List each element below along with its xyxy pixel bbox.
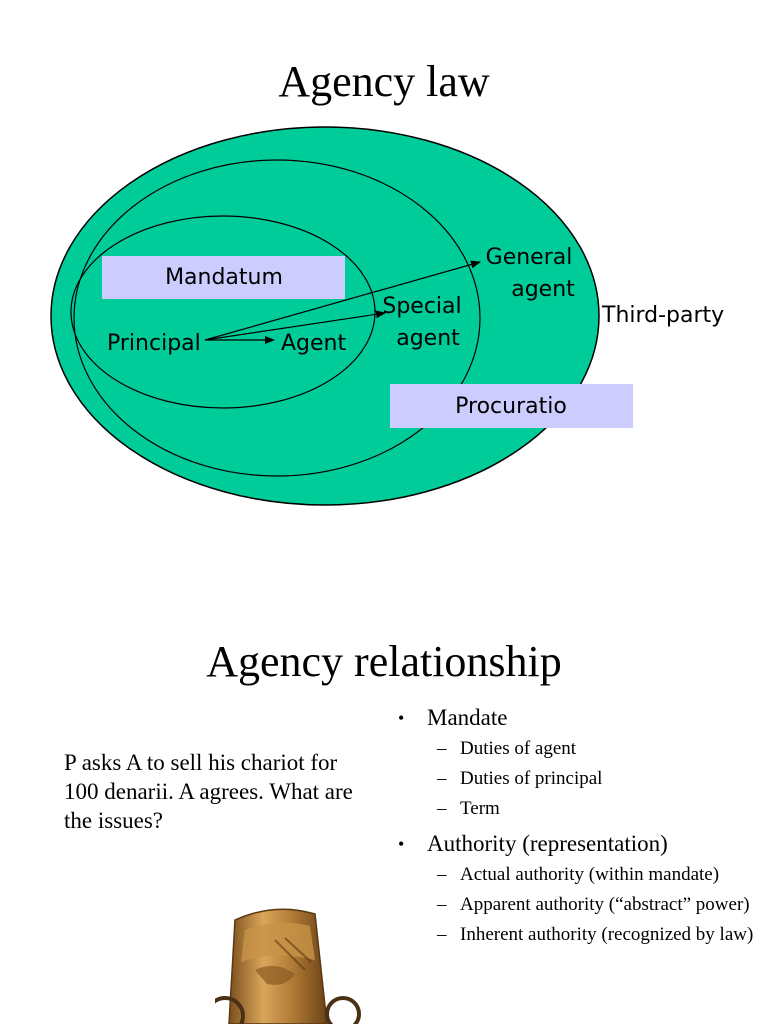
special-agent-ellipse bbox=[70, 215, 376, 409]
agency-venn-diagram: Mandatum Principal Agent Special agent G… bbox=[50, 126, 724, 506]
label-mandatum: Mandatum bbox=[165, 265, 283, 290]
label-procuratio: Procuratio bbox=[455, 394, 567, 419]
label-special-agent: agent bbox=[396, 326, 460, 351]
third-party-ellipse bbox=[50, 126, 600, 506]
sub-bullet-text: Term bbox=[460, 798, 500, 819]
arrow-principal-to-general-agent bbox=[204, 260, 481, 341]
sub-bullet: –Duties of agent bbox=[437, 738, 577, 759]
bullet-list: •Mandate –Duties of agent –Duties of pri… bbox=[396, 704, 768, 952]
scenario-text: P asks A to sell his chariot for 100 den… bbox=[64, 750, 353, 833]
sub-bullet: –Apparent authority (“abstract” power) bbox=[437, 894, 750, 915]
label-principal: Principal bbox=[107, 331, 201, 356]
label-agent: Agent bbox=[281, 331, 346, 356]
sub-bullet-text: Inherent authority (recognized by law) bbox=[460, 924, 754, 945]
sub-bullet: –Actual authority (within mandate) bbox=[437, 864, 720, 885]
sub-bullet-text: Duties of agent bbox=[460, 738, 577, 759]
bullet-label: Mandate bbox=[427, 705, 508, 730]
sub-bullet-text: Actual authority (within mandate) bbox=[460, 864, 720, 885]
arrow-principal-to-special-agent bbox=[204, 310, 386, 341]
slide-title-agency-relationship: Agency relationship bbox=[206, 637, 562, 686]
label-general: General bbox=[486, 245, 573, 270]
label-special: Special bbox=[382, 294, 461, 319]
mandatum-box bbox=[102, 256, 345, 299]
bullet-label: Authority (representation) bbox=[427, 831, 668, 856]
sub-bullet: –Inherent authority (recognized by law) bbox=[437, 924, 754, 945]
bullet-mandate: •Mandate bbox=[398, 705, 508, 730]
procuratio-box bbox=[390, 384, 633, 428]
sub-bullet-text: Apparent authority (“abstract” power) bbox=[460, 894, 750, 915]
label-general-agent: agent bbox=[511, 277, 575, 302]
bullet-authority: •Authority (representation) bbox=[398, 831, 668, 856]
sub-bullet: –Term bbox=[437, 798, 500, 819]
sub-bullet: –Duties of principal bbox=[437, 768, 603, 789]
general-agent-ellipse bbox=[73, 159, 481, 477]
sub-bullet-text: Duties of principal bbox=[460, 768, 603, 789]
label-third-party: Third-party bbox=[601, 303, 724, 328]
slide-title-agency-law: Agency law bbox=[278, 57, 490, 106]
chariot-image bbox=[215, 908, 361, 1024]
